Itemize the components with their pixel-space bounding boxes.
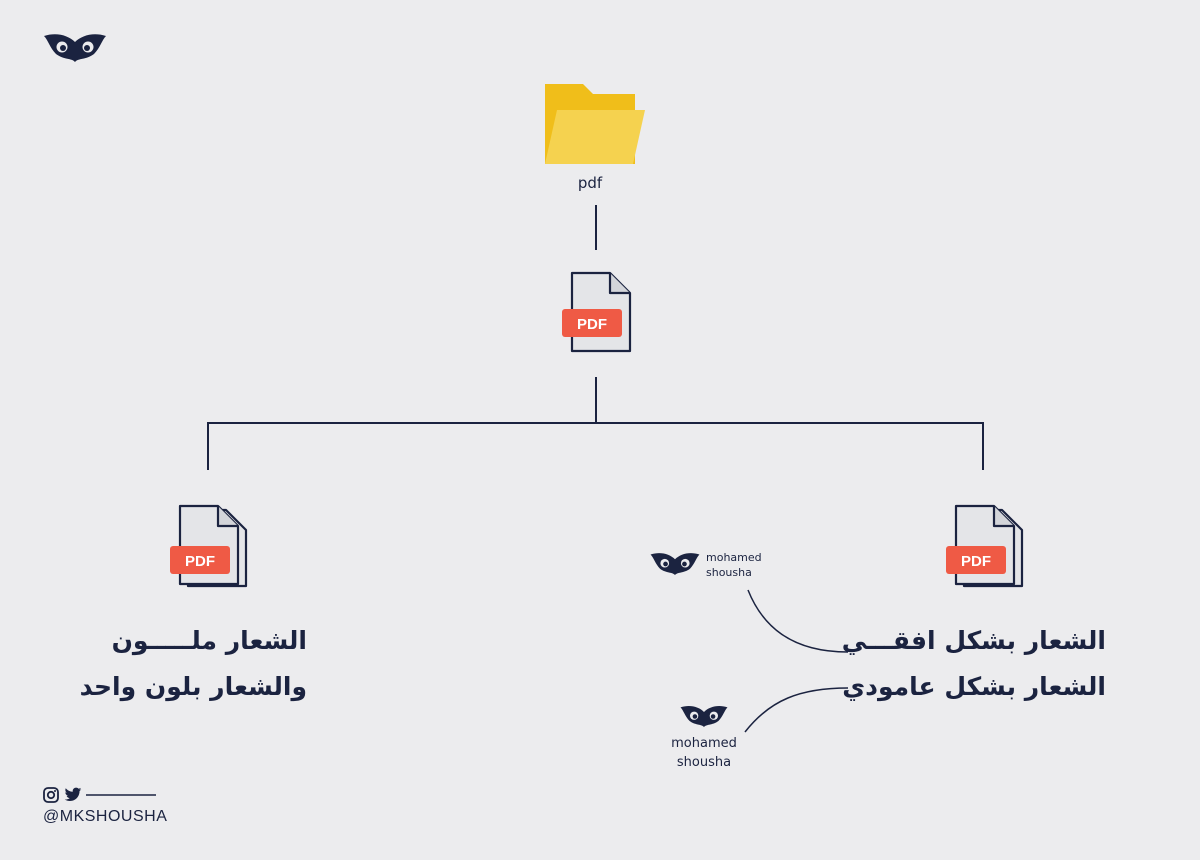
pdf-badge-text: PDF xyxy=(961,553,991,570)
vertical-logo-line2: shousha xyxy=(676,755,732,770)
horizontal-logo-line1: mohamed xyxy=(706,551,762,564)
root-folder-label: pdf xyxy=(577,174,603,192)
pdf-badge xyxy=(946,546,1006,574)
callout-curve-horizontal xyxy=(747,589,849,653)
right-branch-line1: الشعار بشكل افقـــي xyxy=(841,626,1106,655)
vertical-logo-text: mohamed shousha xyxy=(664,734,744,772)
left-branch-line2: والشعار بلون واحد xyxy=(79,672,307,701)
social-handle[interactable]: @MKSHOUSHA xyxy=(43,808,168,825)
horizontal-logo-line2: shousha xyxy=(706,566,752,579)
left-branch-line1: الشعار ملـــــون xyxy=(111,626,307,655)
horizontal-logo-text: mohamed shousha xyxy=(706,550,762,580)
owl-eyes-icon xyxy=(44,34,106,62)
pdf-stack-icon-left: PDF xyxy=(170,504,248,588)
owl-eyes-icon xyxy=(680,706,728,728)
pdf-badge xyxy=(562,309,622,337)
instagram-icon[interactable] xyxy=(43,787,59,803)
pdf-stack-icon-right: PDF xyxy=(946,504,1024,588)
twitter-icon[interactable] xyxy=(64,787,82,803)
folder-icon xyxy=(545,84,645,164)
owl-eyes-icon xyxy=(650,553,700,576)
pdf-badge-text: PDF xyxy=(185,553,215,570)
vertical-logo-line1: mohamed xyxy=(671,736,737,751)
pdf-file-icon: PDF xyxy=(562,271,632,353)
callout-curve-vertical xyxy=(744,687,849,733)
pdf-badge xyxy=(170,546,230,574)
right-branch-line2: الشعار بشكل عامودي xyxy=(842,672,1106,701)
pdf-badge-text: PDF xyxy=(577,316,607,333)
